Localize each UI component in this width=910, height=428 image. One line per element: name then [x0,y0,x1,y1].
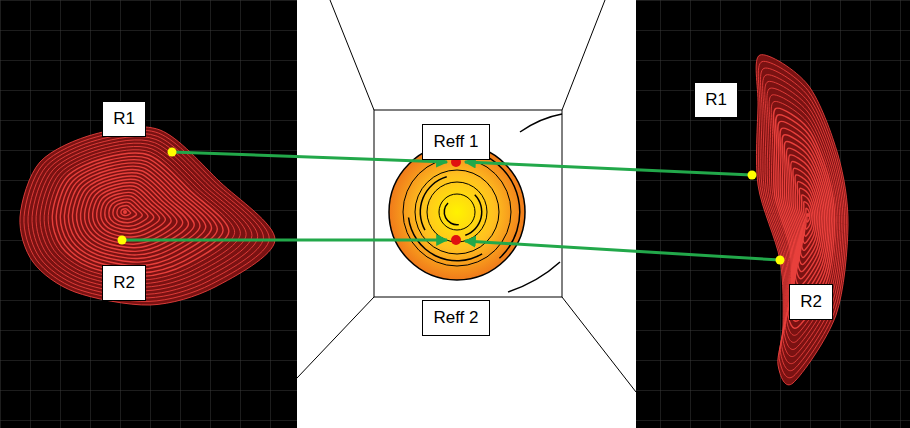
ring [403,158,511,266]
contour-line [97,189,166,237]
contour-line [799,188,814,243]
contour-line [793,168,820,264]
label-text: R1 [113,109,135,129]
contour-line [24,130,269,301]
contour-line [44,146,240,283]
point-label: R2 [102,265,146,301]
contour-line [93,186,172,241]
grid [0,0,297,428]
contour-line [113,202,142,223]
ring [427,182,487,242]
right-panel [636,0,910,428]
contour-line [771,101,836,335]
contour-line [760,68,844,371]
contour-line [85,179,183,248]
contour-line [782,135,828,300]
contour-line [109,199,148,226]
contour-line [802,195,813,236]
label-text: Reff 2 [433,308,478,328]
contour-line [117,205,137,219]
contour-line [769,95,838,343]
contour-line [786,148,824,286]
contour-line [791,162,822,272]
contour-line [797,182,816,251]
label-text: R2 [800,292,822,312]
room-perspective [297,0,636,392]
contour-line [48,150,234,280]
contour-line [89,182,177,244]
contour-line [756,55,848,385]
contour-line [60,160,217,270]
contour-line [780,128,830,307]
spiral-arc [443,202,458,225]
contour-line [72,169,200,258]
label-text: Reff 1 [433,132,478,152]
label-text: R1 [705,90,727,110]
contour-line [101,192,160,233]
points [118,148,785,265]
contour-crescent [756,55,848,385]
contour-line [121,209,131,216]
contour-line [68,166,205,262]
contour-line [64,163,211,266]
mapping-arrows [122,152,780,260]
contour-line [784,142,826,293]
contour-line [806,208,810,222]
left-panel [0,0,297,428]
contour-line [765,81,842,356]
contour-line [763,75,843,364]
contour-line [52,153,229,276]
label-text: R2 [113,273,135,293]
point-label: Reff 1 [422,124,489,160]
grid [636,0,910,428]
contour-line [795,175,818,258]
contour-line [776,115,833,321]
point-label: R1 [102,101,146,137]
contour-line [105,196,154,230]
contour-line [56,156,223,273]
contour-line [758,61,846,377]
contour-line [804,202,812,230]
spiral-arc [465,194,482,236]
contour-line [789,155,823,279]
point-label: R1 [694,82,738,118]
contour-line [773,108,834,328]
point-label: Reff 2 [422,300,489,336]
contour-line [767,88,840,349]
point-label: R2 [789,284,833,320]
contour-line [76,173,194,255]
ring [439,194,475,230]
spiral-arc [420,176,447,230]
